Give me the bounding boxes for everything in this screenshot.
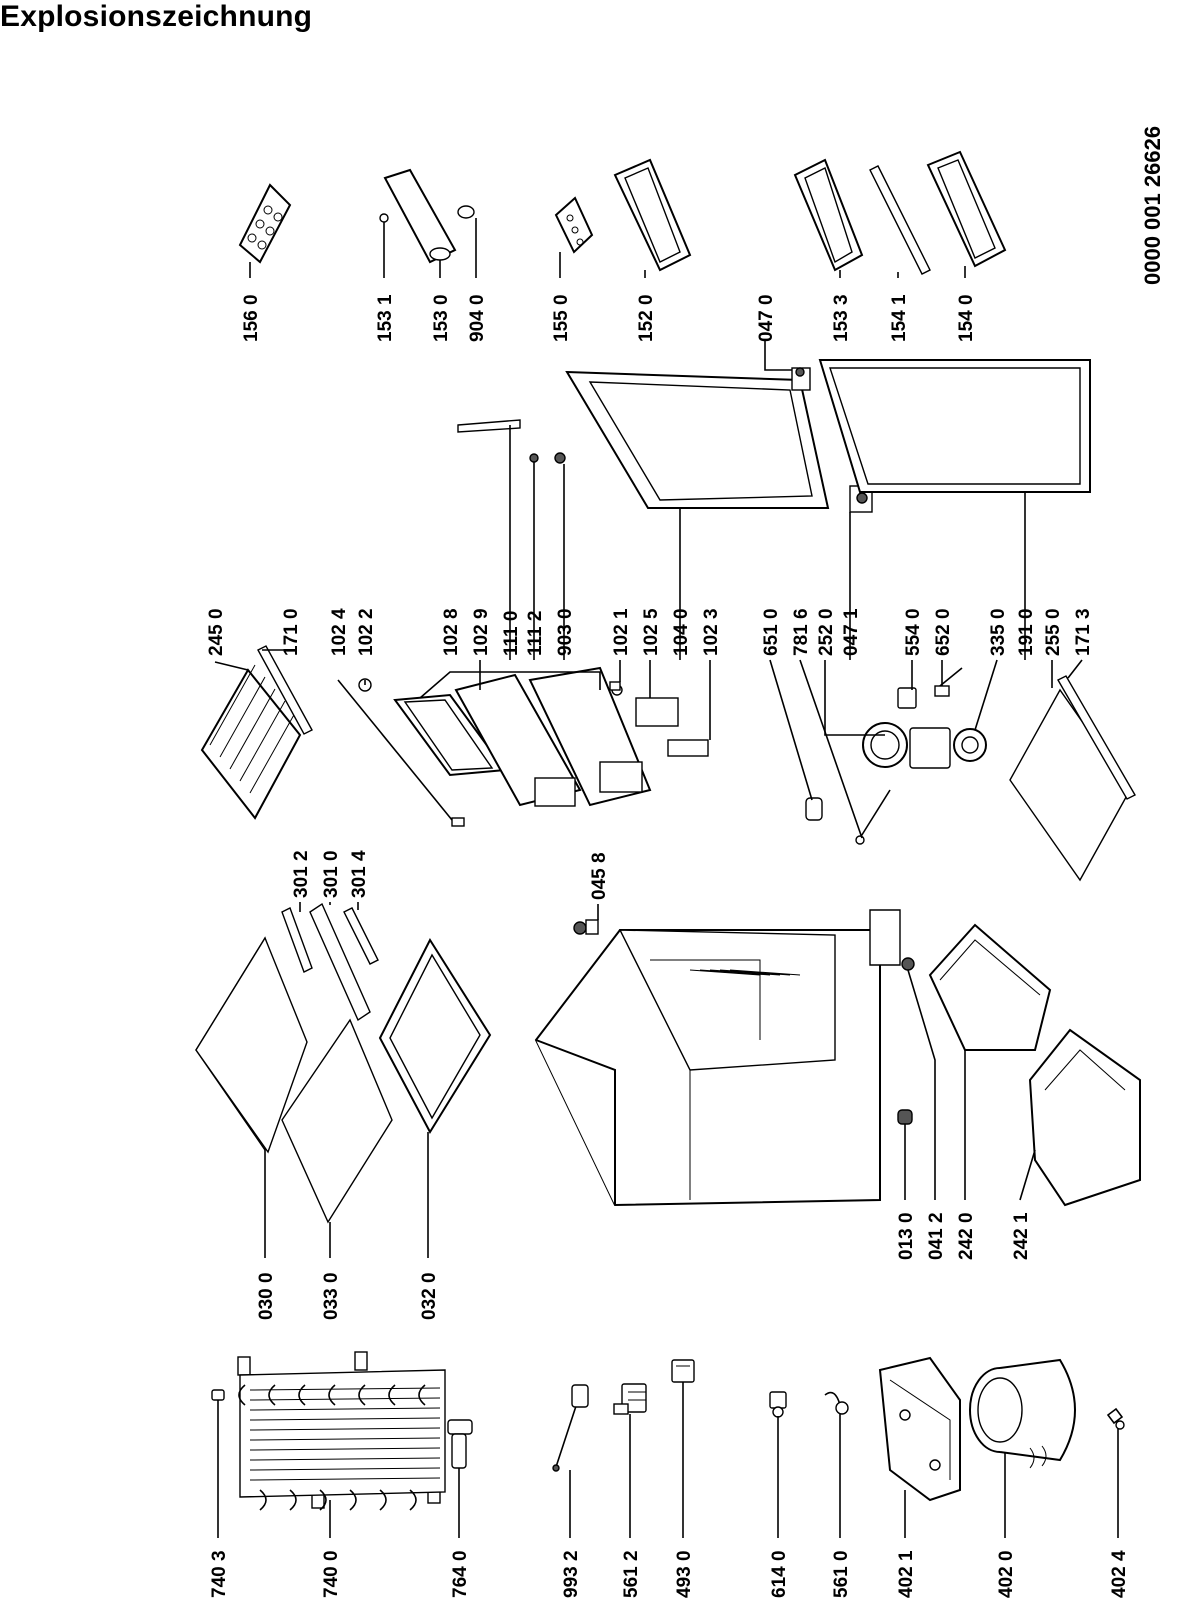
part-label: 033 0 <box>321 1272 342 1320</box>
part-label: 111 2 <box>525 611 546 656</box>
part-label: 156 0 <box>241 294 262 342</box>
part-label: 614 0 <box>769 1550 790 1598</box>
part-label: 255 0 <box>1043 608 1064 656</box>
part-label: 102 9 <box>471 608 492 656</box>
door-hinge-and-thermostat <box>457 359 1136 882</box>
part-label: 154 1 <box>889 294 910 342</box>
part-label: 252 0 <box>816 608 837 656</box>
part-label: 030 0 <box>256 1272 277 1320</box>
part-label: 104 0 <box>671 608 692 656</box>
part-label: 153 1 <box>375 294 396 342</box>
part-label: 335 0 <box>988 608 1009 656</box>
part-label: 041 2 <box>926 1212 947 1260</box>
page-title: Explosionszeichnung <box>0 0 313 33</box>
part-label: 554 0 <box>903 608 924 656</box>
part-label: 191 0 <box>1016 608 1037 656</box>
part-label: 993 2 <box>561 1550 582 1598</box>
part-label: 402 0 <box>996 1550 1017 1598</box>
freezer-parts <box>200 645 709 827</box>
part-label: 651 0 <box>761 608 782 656</box>
part-label: 102 1 <box>611 608 632 656</box>
electrical-parts <box>552 1359 849 1472</box>
shelves-group <box>195 902 492 1224</box>
part-label: 111 0 <box>501 611 522 656</box>
leader-lines <box>214 218 1119 1538</box>
part-label: 301 4 <box>349 850 370 898</box>
part-label: 047 0 <box>756 294 777 342</box>
part-label: 301 0 <box>321 850 342 898</box>
part-label: 402 4 <box>1109 1550 1130 1598</box>
part-label: 102 4 <box>329 608 350 656</box>
condenser-assembly <box>211 1351 473 1511</box>
part-label: 153 0 <box>431 294 452 342</box>
part-label: 102 8 <box>441 608 462 656</box>
part-label: 102 3 <box>701 608 722 656</box>
part-label: 903 0 <box>555 608 576 656</box>
part-label: 740 3 <box>209 1550 230 1598</box>
crisper-drawers <box>928 923 1141 1207</box>
part-label: 781 6 <box>791 608 812 656</box>
part-labels: 740 3 740 0 764 0 993 2 561 2 493 0 614 … <box>206 294 1130 1598</box>
part-label: 242 0 <box>956 1212 977 1260</box>
part-label: 102 5 <box>641 608 662 656</box>
part-label: 904 0 <box>467 294 488 342</box>
part-label: 171 0 <box>281 608 302 656</box>
part-label: 301 2 <box>291 850 312 898</box>
part-label: 013 0 <box>896 1212 917 1260</box>
part-label: 171 3 <box>1073 608 1094 656</box>
part-label: 561 0 <box>831 1550 852 1598</box>
part-label: 032 0 <box>419 1272 440 1320</box>
part-label: 153 3 <box>831 294 852 342</box>
part-label: 154 0 <box>956 294 977 342</box>
part-label: 242 1 <box>1011 1212 1032 1260</box>
part-label: 402 1 <box>896 1550 917 1598</box>
door-accessories <box>238 150 1007 275</box>
part-label: 561 2 <box>621 1550 642 1598</box>
part-label: 764 0 <box>450 1550 471 1598</box>
part-label: 047 1 <box>841 608 862 656</box>
part-label: 155 0 <box>551 294 572 342</box>
part-label: 493 0 <box>674 1550 695 1598</box>
part-label: 652 0 <box>933 608 954 656</box>
part-label: 740 0 <box>321 1550 342 1598</box>
compressor-assembly <box>878 1356 1125 1502</box>
part-label: 045 8 <box>589 852 610 900</box>
cabinet <box>534 909 915 1207</box>
part-label: 152 0 <box>636 294 657 342</box>
part-label: 102 2 <box>356 608 377 656</box>
part-label: 245 0 <box>206 608 227 656</box>
